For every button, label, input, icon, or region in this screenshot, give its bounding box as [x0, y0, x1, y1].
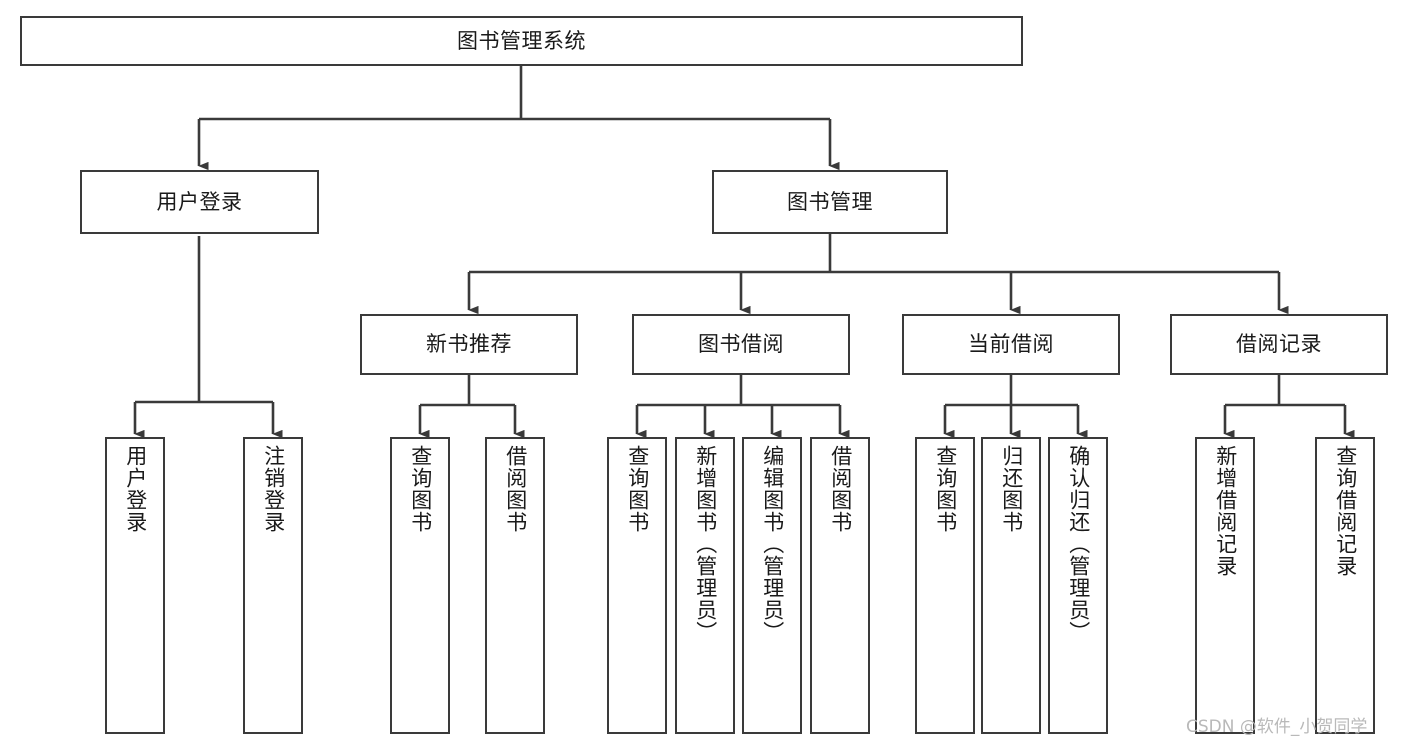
leaf-user-login-login[interactable]: 用户登录	[105, 437, 165, 734]
node-user-login[interactable]: 用户登录	[80, 170, 319, 234]
node-label: 图书借阅	[698, 332, 784, 357]
node-book-management[interactable]: 图书管理	[712, 170, 948, 234]
node-label: 图书管理系统	[457, 28, 586, 53]
leaf-book-borrow-edit[interactable]: 编辑图书（管理员）	[742, 437, 802, 734]
node-label: 注销登录	[261, 445, 286, 533]
node-label: 编辑图书（管理员）	[760, 445, 785, 643]
node-label: 查询图书	[625, 445, 650, 533]
leaf-new-book-borrow[interactable]: 借阅图书	[485, 437, 545, 734]
leaf-book-borrow-query[interactable]: 查询图书	[607, 437, 667, 734]
node-label: 新书推荐	[426, 332, 512, 357]
node-current-borrow[interactable]: 当前借阅	[902, 314, 1120, 375]
leaf-borrow-record-add[interactable]: 新增借阅记录	[1195, 437, 1255, 734]
leaf-new-book-query[interactable]: 查询图书	[390, 437, 450, 734]
edge-group-book-borrow	[635, 375, 850, 439]
node-new-book-recommend[interactable]: 新书推荐	[360, 314, 578, 375]
leaf-borrow-record-query[interactable]: 查询借阅记录	[1315, 437, 1375, 734]
csdn-watermark: CSDN @软件_小贺同学	[1186, 717, 1368, 737]
node-label: 查询图书	[933, 445, 958, 533]
node-book-management-system[interactable]: 图书管理系统	[20, 16, 1023, 66]
leaf-current-borrow-confirm-return[interactable]: 确认归还（管理员）	[1048, 437, 1108, 734]
node-book-borrow[interactable]: 图书借阅	[632, 314, 850, 375]
node-label: 用户登录	[156, 189, 243, 214]
leaf-current-borrow-query[interactable]: 查询图书	[915, 437, 975, 734]
leaf-book-borrow-add[interactable]: 新增图书（管理员）	[675, 437, 735, 734]
node-label: 查询借阅记录	[1333, 445, 1358, 577]
leaf-current-borrow-return[interactable]: 归还图书	[981, 437, 1041, 734]
leaf-book-borrow-borrow[interactable]: 借阅图书	[810, 437, 870, 734]
node-label: 图书管理	[787, 189, 873, 214]
leaf-user-login-logout[interactable]: 注销登录	[243, 437, 303, 734]
node-label: 新增借阅记录	[1213, 445, 1238, 577]
edge-group-new-book	[418, 375, 525, 439]
edge-group-book-management	[467, 232, 1289, 315]
node-borrow-record[interactable]: 借阅记录	[1170, 314, 1388, 375]
node-label: 新增图书（管理员）	[693, 445, 718, 643]
node-label: 借阅图书	[828, 445, 853, 533]
node-label: 归还图书	[999, 445, 1024, 533]
node-label: 借阅记录	[1236, 332, 1322, 357]
node-label: 用户登录	[123, 445, 148, 533]
node-label: 当前借阅	[968, 332, 1054, 357]
node-label: 查询图书	[408, 445, 433, 533]
edge-group-current-borrow	[943, 375, 1088, 439]
node-label: 借阅图书	[503, 445, 528, 533]
edge-group-user-login	[133, 236, 283, 439]
edge-group-root	[197, 66, 840, 171]
edge-group-borrow-record	[1223, 375, 1355, 439]
node-label: 确认归还（管理员）	[1066, 445, 1091, 643]
